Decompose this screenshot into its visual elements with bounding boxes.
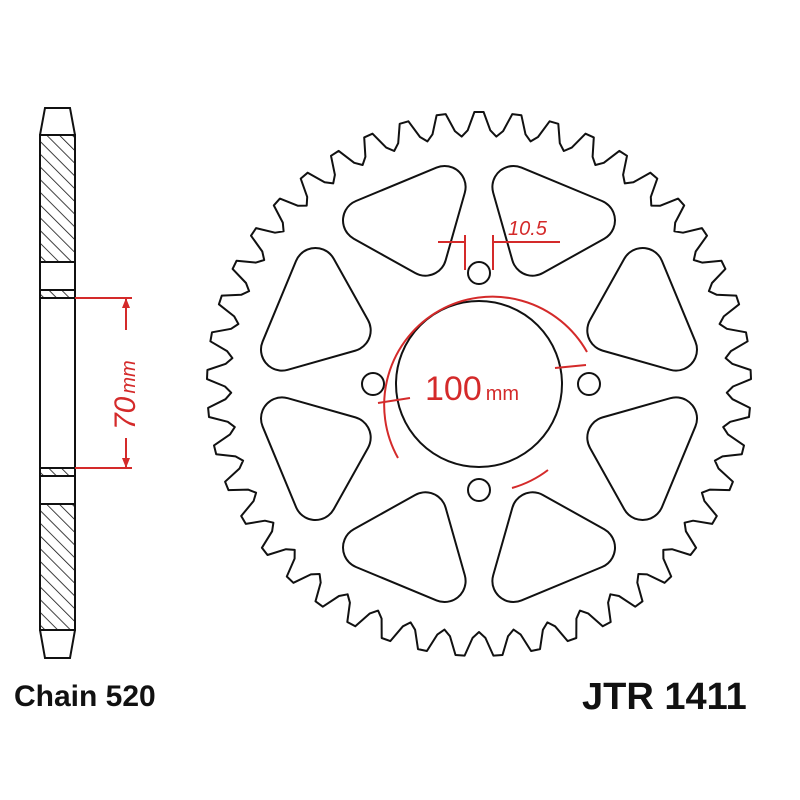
window bbox=[344, 493, 465, 601]
window bbox=[344, 167, 465, 275]
chain-label: Chain 520 bbox=[14, 680, 156, 713]
hub-width-dimension bbox=[75, 297, 132, 469]
window bbox=[262, 249, 370, 370]
hub-width-value: 70mm bbox=[109, 360, 142, 430]
part-number: JTR 1411 bbox=[582, 676, 747, 718]
window bbox=[588, 398, 696, 519]
window bbox=[262, 398, 370, 519]
side-view bbox=[39, 107, 76, 659]
pitch-circle-dimension bbox=[377, 235, 588, 489]
sprocket-teeth-outline bbox=[206, 111, 752, 657]
bolt-holes bbox=[361, 261, 601, 502]
window bbox=[588, 249, 696, 370]
bolt-hole-value: 10.5 bbox=[508, 218, 548, 240]
center-hole bbox=[395, 300, 563, 468]
window bbox=[493, 167, 614, 275]
window bbox=[493, 493, 614, 601]
lightening-windows bbox=[260, 165, 698, 603]
